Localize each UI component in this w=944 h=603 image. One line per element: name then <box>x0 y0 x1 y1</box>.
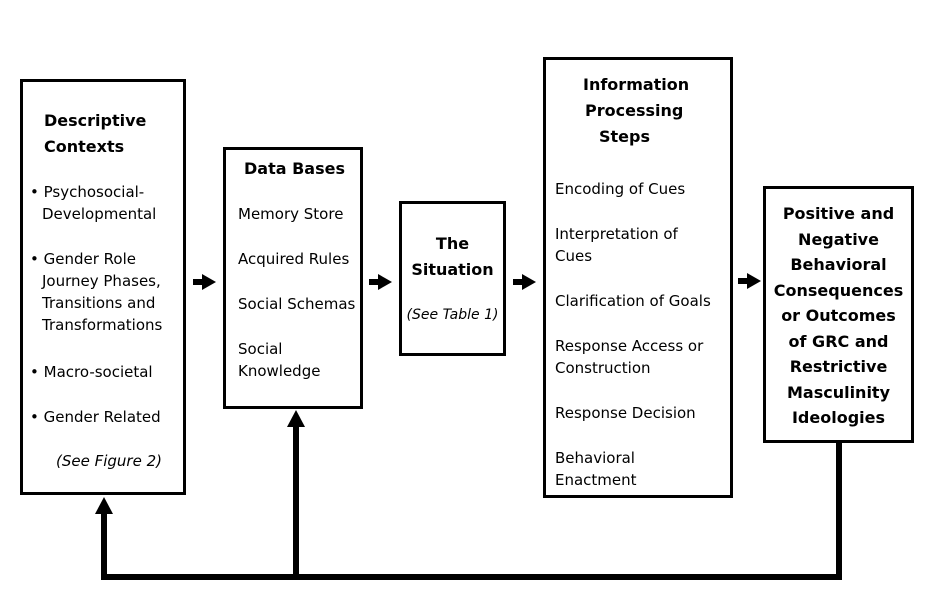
bullet-text: Macro-societal <box>43 363 153 381</box>
data-base-item: Acquired Rules <box>238 250 350 268</box>
bullet-icon: • <box>30 408 39 426</box>
title-line: or Outcomes <box>781 306 896 325</box>
processing-step: Response Decision <box>555 404 696 422</box>
feedback-arrowhead-databases <box>287 410 305 427</box>
bullet-text: Transitions and <box>42 294 156 312</box>
title-line: Descriptive <box>44 111 147 130</box>
item-line: Social <box>238 340 283 358</box>
bullet-text: Gender Related <box>43 408 161 426</box>
information-processing-box: Information Processing Steps Encoding of… <box>543 57 733 498</box>
processing-step: Interpretation of Cues <box>555 223 678 267</box>
processing-step: Clarification of Goals <box>555 292 711 310</box>
bullet-psychosocial: • Psychosocial- Developmental <box>30 181 156 225</box>
step-line: Cues <box>555 247 593 265</box>
data-base-item: Social Schemas <box>238 295 356 313</box>
title-line: Contexts <box>44 137 125 156</box>
information-processing-title: Information Processing Steps <box>583 72 689 150</box>
see-table-note: (See Table 1) <box>406 307 499 323</box>
bullet-text: Gender Role <box>43 250 137 268</box>
arrow-contexts-to-databases <box>193 274 216 290</box>
step-line: Behavioral <box>555 449 635 467</box>
data-base-item: Memory Store <box>238 205 344 223</box>
situation-title: The Situation <box>402 231 503 283</box>
title-line: Restrictive <box>789 357 888 376</box>
bullet-text: Journey Phases, <box>42 272 161 290</box>
bullet-text: Developmental <box>42 205 157 223</box>
title-line: Situation <box>411 260 494 279</box>
title-line: Consequences <box>773 280 904 300</box>
data-bases-box: Data Bases Memory Store Acquired Rules S… <box>223 147 363 409</box>
bullet-icon: • <box>30 183 39 201</box>
item-line: Knowledge <box>238 362 321 380</box>
title-line: Information <box>583 75 690 94</box>
title-line: The <box>435 234 470 253</box>
situation-box: The Situation (See Table 1) <box>399 201 506 356</box>
bullet-macro-societal: • Macro-societal <box>30 361 153 383</box>
title-line: Masculinity <box>786 382 891 402</box>
bullet-icon: • <box>30 363 39 381</box>
bullet-text: Psychosocial- <box>43 183 145 201</box>
bullet-text: Transformations <box>42 316 163 334</box>
arrow-databases-to-situation <box>369 274 392 290</box>
feedback-arrowhead-contexts <box>95 497 113 514</box>
processing-step: Response Access or Construction <box>555 335 703 379</box>
title-line: of GRC and <box>788 331 889 351</box>
arrow-situation-to-processing <box>513 274 536 290</box>
bullet-gender-related: • Gender Related <box>30 406 161 428</box>
title-line: Behavioral <box>790 255 887 274</box>
outcomes-box: Positive and Negative Behavioral Consequ… <box>763 186 914 443</box>
step-line: Interpretation of <box>555 225 678 243</box>
data-bases-title: Data Bases <box>244 159 345 178</box>
step-line: Response Access or <box>555 337 704 355</box>
step-line: Construction <box>555 359 651 377</box>
descriptive-contexts-box: Descriptive Contexts • Psychosocial- Dev… <box>20 79 186 495</box>
data-base-item: Social Knowledge <box>238 338 320 382</box>
arrow-processing-to-outcomes <box>738 273 761 289</box>
descriptive-contexts-title: Descriptive Contexts <box>44 108 146 160</box>
step-line: Enactment <box>555 471 637 489</box>
title-line: Processing <box>585 101 684 120</box>
see-figure-note: (See Figure 2) <box>56 452 162 470</box>
title-line: Positive and <box>782 204 895 223</box>
feedback-loop <box>95 410 842 580</box>
title-line: Ideologies <box>791 408 886 427</box>
bullet-gender-role: • Gender Role Journey Phases, Transition… <box>30 248 162 336</box>
outcomes-title: Positive and Negative Behavioral Consequ… <box>766 201 911 431</box>
title-line: Negative <box>798 229 879 249</box>
bullet-icon: • <box>30 250 39 268</box>
processing-step: Behavioral Enactment <box>555 447 637 491</box>
title-line: Steps <box>599 127 650 146</box>
processing-step: Encoding of Cues <box>555 180 686 198</box>
